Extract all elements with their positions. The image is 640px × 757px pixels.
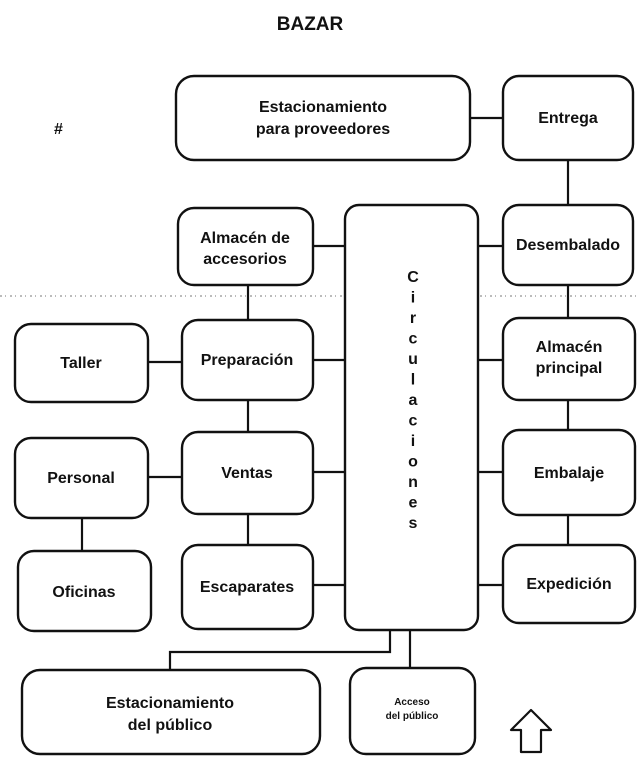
node-almacen-accesorios: Almacén de accesorios bbox=[176, 206, 315, 287]
circulaciones-letter: n bbox=[408, 474, 418, 491]
circulaciones-letter: e bbox=[409, 495, 418, 512]
label-almacen-accesorios-2: accesorios bbox=[203, 251, 287, 268]
node-personal: Personal bbox=[13, 436, 150, 520]
label-ventas: Ventas bbox=[221, 465, 273, 482]
node-preparacion: Preparación bbox=[180, 318, 315, 402]
label-personal: Personal bbox=[47, 470, 115, 487]
node-estacionamiento-proveedores: Estacionamiento para proveedores bbox=[174, 74, 472, 162]
connectors bbox=[80, 116, 570, 670]
entrance-arrow-icon bbox=[509, 708, 553, 754]
label-acceso-publico-2: del público bbox=[386, 711, 439, 722]
connector-circ-estacionamiento-publico bbox=[168, 630, 392, 670]
circulaciones-letter: c bbox=[409, 331, 418, 348]
label-almacen-principal-1: Almacén bbox=[536, 339, 603, 356]
label-embalaje: Embalaje bbox=[534, 465, 604, 482]
label-estacionamiento-publico-2: del público bbox=[128, 717, 213, 734]
label-expedicion: Expedición bbox=[526, 576, 611, 593]
label-almacen-accesorios-1: Almacén de bbox=[200, 230, 290, 247]
circulaciones-letter: s bbox=[409, 515, 418, 532]
circulaciones-letter: c bbox=[409, 413, 418, 430]
label-preparacion: Preparación bbox=[201, 352, 293, 369]
circulaciones-letter: r bbox=[410, 310, 416, 327]
label-entrega: Entrega bbox=[538, 110, 598, 127]
label-estacionamiento-proveedores-1: Estacionamiento bbox=[259, 99, 387, 116]
node-oficinas: Oficinas bbox=[16, 549, 153, 633]
node-expedicion: Expedición bbox=[501, 543, 637, 625]
node-estacionamiento-publico: Estacionamiento del público bbox=[20, 668, 322, 756]
circulaciones-letter: i bbox=[411, 290, 415, 307]
node-ventas: Ventas bbox=[180, 430, 315, 516]
node-embalaje: Embalaje bbox=[501, 428, 637, 517]
circulaciones-letter: i bbox=[411, 433, 415, 450]
circulaciones-letter: l bbox=[411, 372, 415, 389]
circulaciones-letter: u bbox=[408, 351, 418, 368]
label-escaparates: Escaparates bbox=[200, 579, 294, 596]
node-escaparates: Escaparates bbox=[180, 543, 315, 631]
label-desembalado: Desembalado bbox=[516, 237, 620, 254]
node-desembalado: Desembalado bbox=[501, 203, 635, 287]
circulaciones-letter: o bbox=[408, 454, 418, 471]
label-oficinas: Oficinas bbox=[52, 584, 115, 601]
circulaciones-letter: a bbox=[409, 392, 418, 409]
circulaciones-letter: C bbox=[407, 269, 419, 286]
diagram-title: BAZAR bbox=[277, 14, 344, 35]
label-taller: Taller bbox=[60, 355, 102, 372]
node-taller: Taller bbox=[13, 322, 150, 404]
label-acceso-publico-1: Acceso bbox=[394, 697, 430, 708]
node-entrega: Entrega bbox=[501, 74, 635, 162]
node-almacen-principal: Almacén principal bbox=[501, 316, 637, 402]
label-almacen-principal-2: principal bbox=[536, 360, 603, 377]
label-estacionamiento-proveedores-2: para proveedores bbox=[256, 121, 390, 138]
label-estacionamiento-publico-1: Estacionamiento bbox=[106, 695, 234, 712]
node-acceso-publico: Acceso del público bbox=[348, 666, 477, 756]
stray-mark: # bbox=[54, 121, 63, 138]
